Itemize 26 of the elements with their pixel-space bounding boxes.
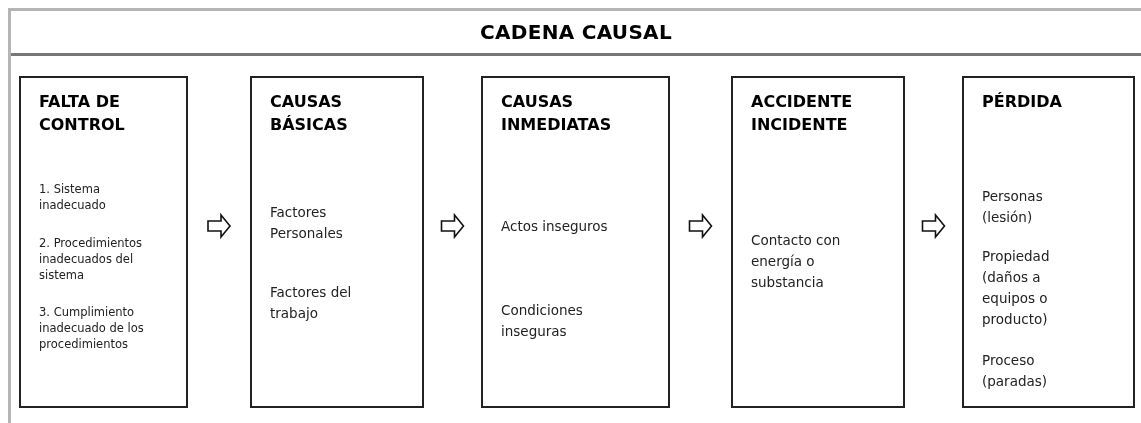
stage-box xyxy=(250,76,424,408)
stage-item: 2. Procedimientos inadecuados del sistema xyxy=(39,235,144,283)
stage-item: Contacto con energía o substancia xyxy=(751,231,842,292)
stage-item: Factores del trabajo xyxy=(270,283,353,323)
stage-heading: CAUSAS BÁSICAS xyxy=(270,91,349,136)
stage-item: Proceso (paradas) xyxy=(982,351,1049,391)
stage-item: Condiciones inseguras xyxy=(501,301,584,341)
block-arrow xyxy=(207,212,232,240)
stage-heading: PÉRDIDA xyxy=(982,91,1063,113)
diagram-title: CADENA CAUSAL xyxy=(480,20,672,44)
stage-box xyxy=(962,76,1135,408)
stage-item: 3. Cumplimiento inadecuado de los procedimientos xyxy=(39,304,145,352)
stage-item: Propiedad (daños a equipos o producto) xyxy=(982,247,1051,329)
stage-heading: ACCIDENTE INCIDENTE xyxy=(751,91,854,136)
stage-box xyxy=(731,76,905,408)
block-arrow xyxy=(440,212,465,240)
stage-item: Actos inseguros xyxy=(501,217,609,236)
stage-item: Personas (lesión) xyxy=(982,187,1044,227)
stage-item: Factores Personales xyxy=(270,203,344,243)
stage-box xyxy=(481,76,670,408)
stage-heading: FALTA DE CONTROL xyxy=(39,91,126,136)
stage-heading: CAUSAS INMEDIATAS xyxy=(501,91,613,136)
stage-box xyxy=(19,76,188,408)
stage-item: 1. Sistema inadecuado xyxy=(39,181,107,213)
block-arrow xyxy=(921,212,946,240)
block-arrow xyxy=(688,212,713,240)
